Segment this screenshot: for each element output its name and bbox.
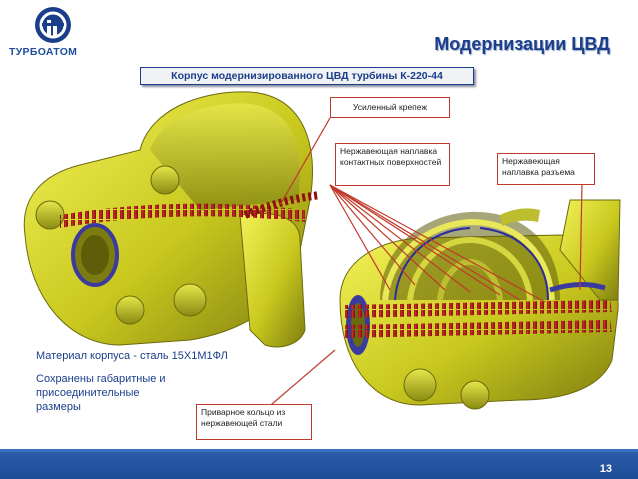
callout-reinforced-fastening: Усиленный крепеж xyxy=(330,97,450,118)
callout-contact-surfacing: Нержавеющая наплавка контактных поверхно… xyxy=(335,143,450,186)
note-material: Материал корпуса - сталь 15Х1М1ФЛ xyxy=(36,350,228,362)
assembled-casing xyxy=(23,91,321,348)
callout-joint-surfacing: Нержавеющая наплавка разъема xyxy=(497,153,595,185)
page-title: Модернизации ЦВД xyxy=(434,34,610,54)
opened-casing xyxy=(339,199,621,410)
brand-name: ТУРБОАТОМ xyxy=(9,46,78,58)
footer-bar xyxy=(0,452,638,479)
leader-lines xyxy=(264,117,583,411)
page-number: 13 xyxy=(599,463,612,475)
footer-divider xyxy=(0,449,638,452)
turboatom-logo-icon xyxy=(35,7,71,43)
page-subtitle: Корпус модернизированного ЦВД турбины К-… xyxy=(140,67,474,85)
turbine-casing-illustration xyxy=(23,91,621,411)
callout-welded-ring: Приварное кольцо из нержавеющей стали xyxy=(196,404,312,440)
note-dimensions: Сохранены габаритные и присоединительные… xyxy=(36,373,166,413)
